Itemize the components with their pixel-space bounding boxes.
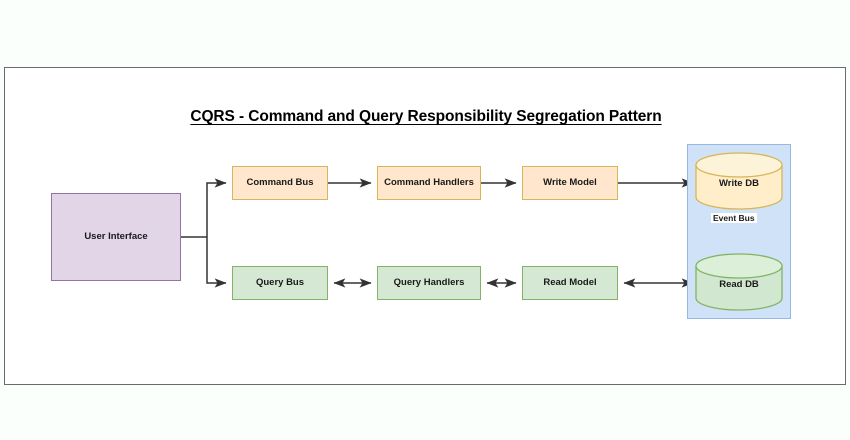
node-write-model[interactable]: Write Model bbox=[522, 166, 618, 200]
node-read-model[interactable]: Read Model bbox=[522, 266, 618, 300]
database-cylinder-read-db[interactable] bbox=[695, 253, 783, 311]
database-cylinder-write-db[interactable] bbox=[695, 152, 783, 210]
node-write-model-label: Write Model bbox=[543, 177, 597, 189]
node-read-model-label: Read Model bbox=[543, 277, 597, 289]
page-title: CQRS - Command and Query Responsibility … bbox=[190, 108, 662, 125]
node-user-interface-label: User Interface bbox=[84, 231, 148, 243]
edge-label-event-bus: Event Bus bbox=[711, 213, 757, 223]
node-query-bus-label: Query Bus bbox=[255, 277, 305, 289]
edge-ui-to-command-bus bbox=[206, 178, 227, 237]
node-command-bus-label: Command Bus bbox=[246, 177, 314, 189]
node-user-interface[interactable]: User Interface bbox=[51, 193, 181, 281]
node-query-bus[interactable]: Query Bus bbox=[232, 266, 328, 300]
edge-ui-to-query-bus bbox=[206, 237, 227, 288]
node-command-handlers[interactable]: Command Handlers bbox=[377, 166, 481, 200]
node-command-bus[interactable]: Command Bus bbox=[232, 166, 328, 200]
node-command-handlers-label: Command Handlers bbox=[384, 177, 474, 189]
diagram-canvas: CQRS - Command and Query Responsibility … bbox=[4, 67, 846, 385]
node-query-handlers[interactable]: Query Handlers bbox=[377, 266, 481, 300]
node-query-handlers-label: Query Handlers bbox=[393, 277, 465, 289]
